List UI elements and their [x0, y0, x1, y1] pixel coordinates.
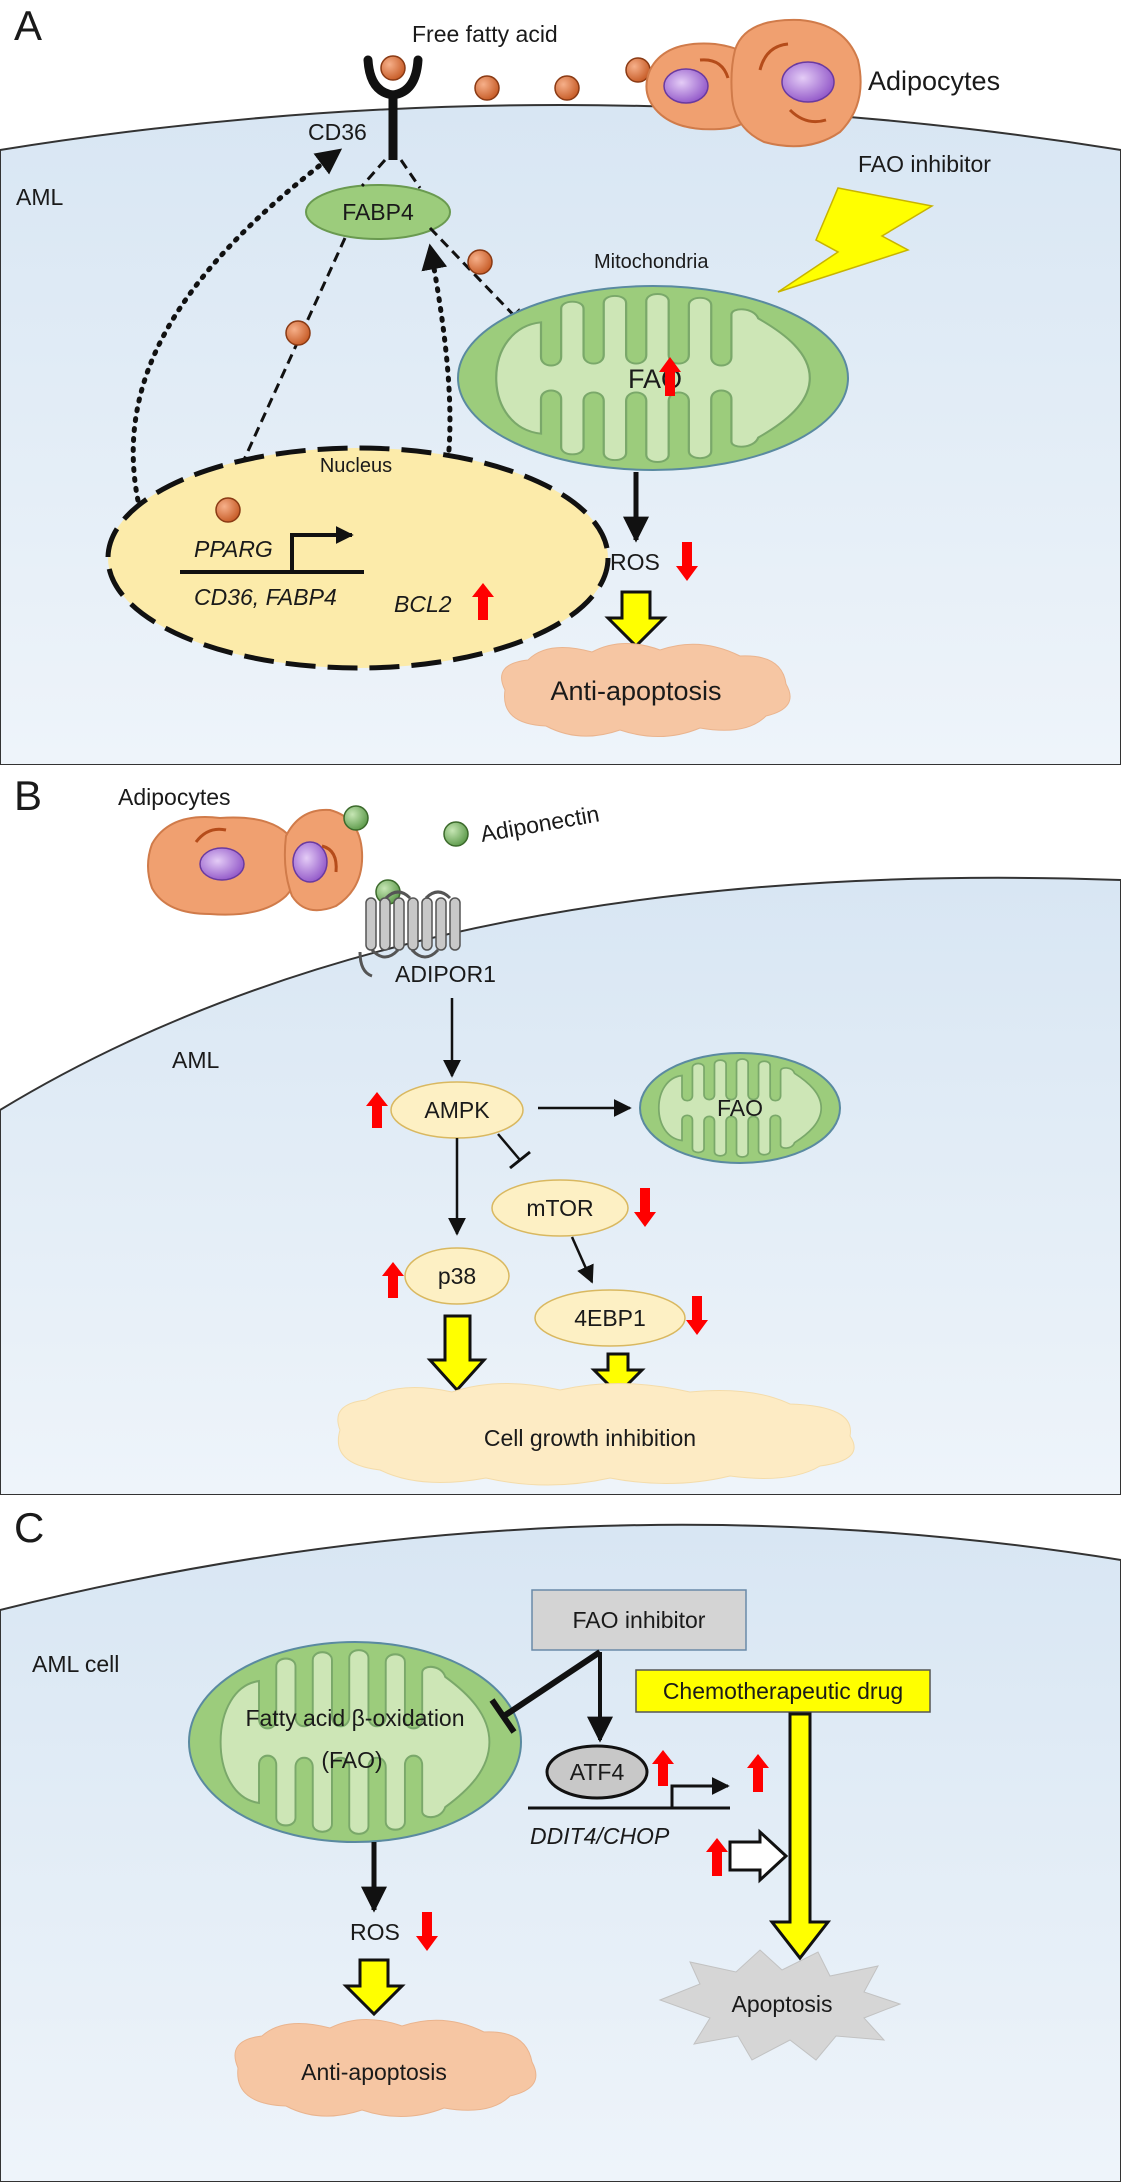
inhibition-fao-inhibitor-mito — [502, 1649, 602, 1719]
fatty-acid-ball — [467, 249, 493, 275]
promoter-arrow-c — [670, 1777, 730, 1808]
hollow-arrow — [728, 1828, 789, 1884]
cell-growth-inhibition-cloud — [337, 1382, 855, 1486]
up-arrow-icon — [659, 357, 681, 396]
chemotherapeutic-drug-box — [635, 1669, 931, 1713]
adipocytes-label-a: Adipocytes — [868, 66, 1000, 96]
down-arrow-icon — [676, 542, 698, 581]
free-fatty-acid-label: Free fatty acid — [412, 21, 558, 47]
yellow-arrow — [604, 590, 668, 649]
anti-apoptosis-label-a: Anti-apoptosis — [550, 676, 721, 706]
panel-b: B Adipocytes Adiponectin ADIP — [0, 765, 1121, 1496]
adipocytes-label-b: Adipocytes — [118, 784, 231, 810]
fatty-acid-ball — [285, 320, 311, 346]
4ebp1-label: 4EBP1 — [574, 1305, 646, 1331]
yellow-arrow — [342, 1958, 406, 2017]
fatty-acid-ball — [380, 55, 406, 81]
down-arrow-icon — [686, 1296, 708, 1335]
nucleus-label: Nucleus — [320, 455, 392, 477]
cd36-label: CD36 — [308, 119, 367, 145]
adipocytes-b — [147, 808, 364, 916]
ros-label-c: ROS — [350, 1919, 400, 1945]
down-arrow-icon — [634, 1188, 656, 1227]
ampk-label: AMPK — [424, 1097, 490, 1123]
atf4-label: ATF4 — [570, 1759, 625, 1785]
lightning-bolt-icon — [777, 187, 935, 293]
up-arrow-icon — [747, 1754, 769, 1792]
anti-apoptosis-label-c: Anti-apoptosis — [301, 2059, 447, 2085]
cell-growth-inhibition-label: Cell growth inhibition — [484, 1425, 696, 1451]
dotted-loop-cd36 — [130, 147, 343, 513]
fao-inhibitor-box — [531, 1589, 747, 1651]
panel-c: C AML cell FAO inhibitor Fatty acid β-ox… — [0, 1495, 1121, 2182]
anti-apoptosis-cloud-c — [234, 2018, 537, 2117]
mtor-label: mTOR — [526, 1195, 593, 1221]
apoptosis-label: Apoptosis — [731, 1991, 832, 2017]
atf4-node — [545, 1744, 649, 1800]
panel-a: A AML CD36 Free fatty acid Adipocytes FA… — [0, 2, 1121, 766]
4ebp1-node — [534, 1289, 686, 1347]
pparg-gene: PPARG — [194, 536, 273, 562]
ddit4-chop-genes: DDIT4/CHOP — [530, 1823, 670, 1849]
mtor-node — [491, 1179, 629, 1237]
panel-b-letter: B — [14, 772, 42, 819]
apoptosis-burst — [658, 1949, 902, 2061]
fatty-acid-oxidation-label: Fatty acid β-oxidation — [245, 1705, 464, 1731]
yellow-arrow — [590, 1352, 646, 1397]
adipor1-label: ADIPOR1 — [395, 961, 496, 987]
aml-label-a: AML — [16, 184, 64, 210]
cd36-receptor — [363, 55, 423, 160]
p38-label: p38 — [438, 1263, 476, 1289]
down-arrow-icon — [416, 1912, 438, 1951]
up-arrow-icon — [382, 1262, 404, 1298]
mitochondria-label: Mitochondria — [594, 251, 709, 273]
p38-node — [404, 1247, 510, 1305]
ros-label-a: ROS — [610, 549, 660, 575]
fatty-acid-ball — [474, 75, 500, 101]
arrow-fabp4-nucleus — [231, 237, 347, 486]
adipor1-receptor — [358, 890, 461, 978]
adipocytes-a — [645, 18, 862, 148]
up-arrow-icon — [652, 1750, 674, 1786]
aml-label-b: AML — [172, 1047, 220, 1073]
fao-paren-label: (FAO) — [321, 1747, 382, 1773]
cd36-fabp4-genes: CD36, FABP4 — [194, 584, 337, 610]
up-arrow-icon — [472, 583, 494, 620]
fao-label-b: FAO — [717, 1095, 763, 1121]
fabp4-node — [305, 184, 451, 240]
up-arrow-icon — [706, 1838, 728, 1876]
dotted-loop-fabp4 — [387, 243, 453, 573]
fatty-acid-ball — [554, 75, 580, 101]
anti-apoptosis-cloud — [501, 642, 791, 737]
bcl2-gene: BCL2 — [394, 591, 452, 617]
yellow-arrow — [768, 1712, 832, 1961]
up-arrow-icon — [366, 1092, 388, 1128]
fao-inhibitor-label-a: FAO inhibitor — [858, 151, 991, 177]
panel-c-letter: C — [14, 1504, 44, 1551]
fabp4-label: FABP4 — [342, 199, 414, 225]
yellow-arrow — [426, 1314, 488, 1393]
panel-a-letter: A — [14, 2, 42, 49]
inhibition-ampk-mtor — [497, 1133, 521, 1161]
aml-cell-label: AML cell — [32, 1651, 119, 1677]
fao-inhibitor-label-c: FAO inhibitor — [573, 1607, 706, 1633]
mitochondrion-a — [457, 285, 849, 471]
mitochondrion-b — [639, 1052, 841, 1164]
nucleus — [105, 445, 611, 671]
fatty-acid-ball — [215, 497, 241, 523]
mitochondrion-c — [188, 1641, 522, 1843]
adiponectin-ball — [343, 805, 369, 831]
promoter-arrow — [290, 526, 354, 572]
adiponectin-ball — [443, 821, 469, 847]
chemo-drug-label: Chemotherapeutic drug — [663, 1678, 903, 1704]
